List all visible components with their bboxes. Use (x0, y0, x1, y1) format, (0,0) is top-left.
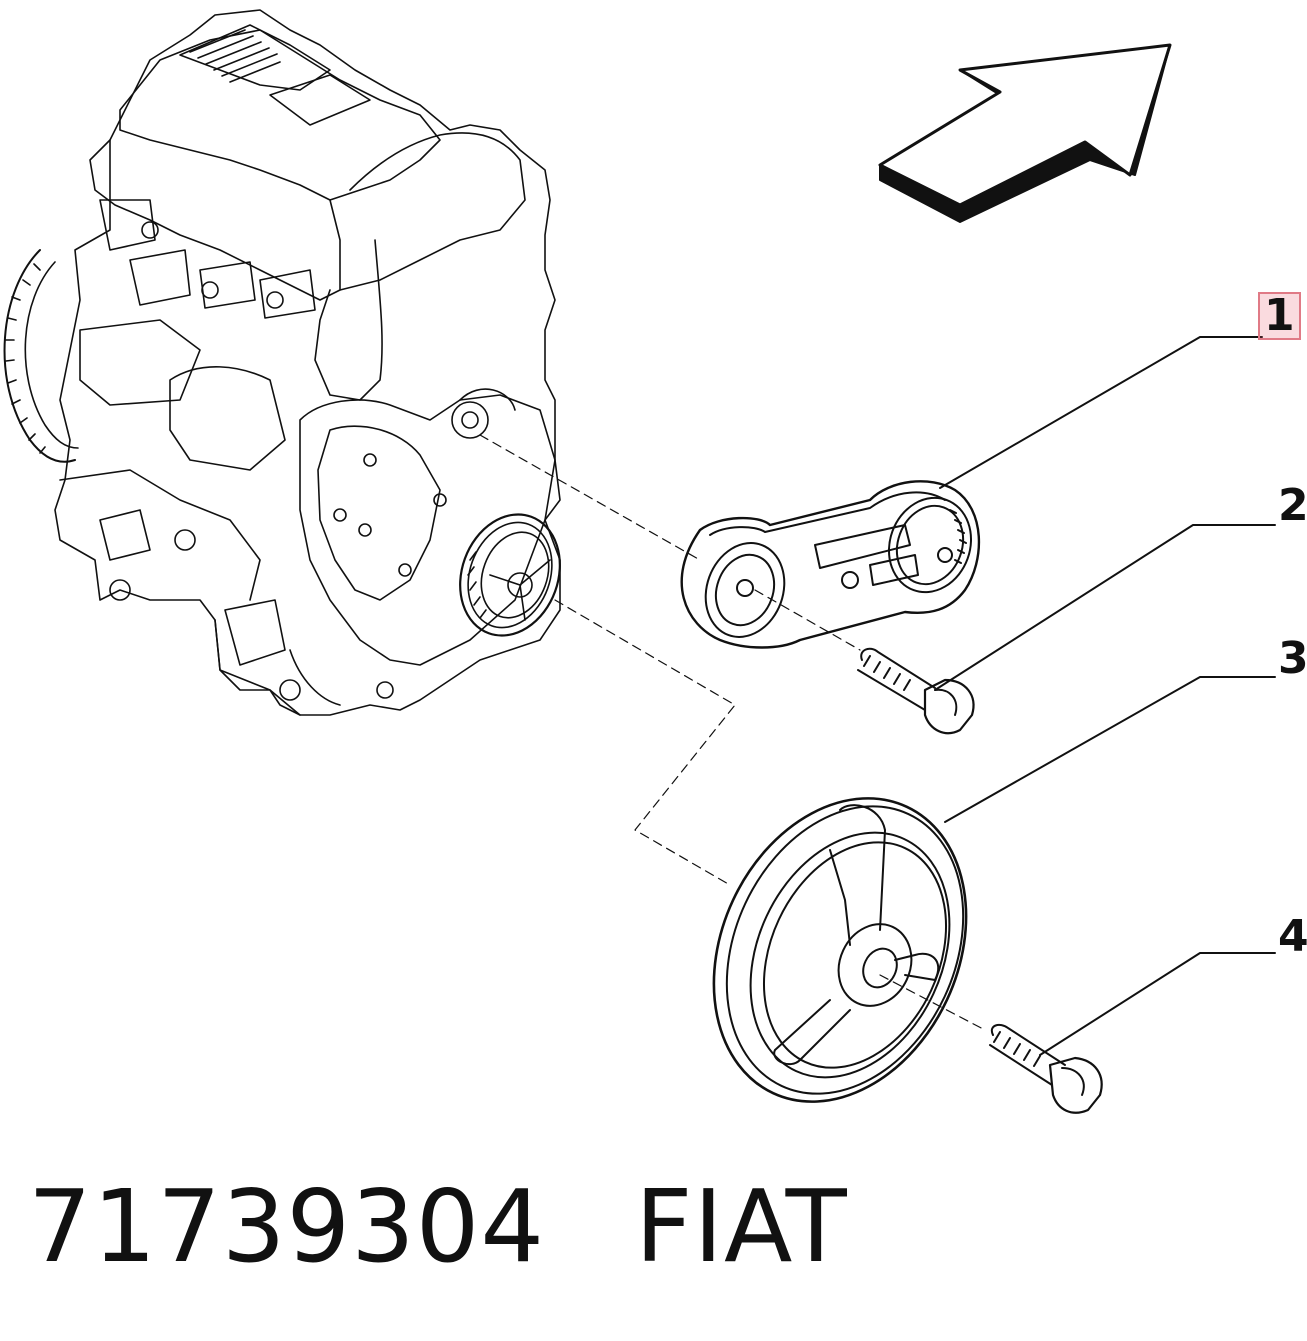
brand-name: FIAT (634, 1168, 848, 1285)
callout-2: 2 (1278, 480, 1307, 531)
belt-tensioner (680, 480, 981, 649)
callout-1: 1 (1258, 292, 1301, 340)
assembly-lines (479, 434, 986, 1031)
crankshaft-pulley (712, 797, 968, 1103)
pulley-bolt (989, 1023, 1103, 1114)
tensioner-bolt (857, 647, 975, 735)
direction-arrow-icon (878, 43, 1172, 223)
engine-block (3, 9, 561, 716)
part-number: 71739304 (28, 1168, 545, 1285)
leader-lines (934, 336, 1276, 1056)
callout-4: 4 (1278, 911, 1307, 962)
callout-3: 3 (1278, 633, 1307, 684)
